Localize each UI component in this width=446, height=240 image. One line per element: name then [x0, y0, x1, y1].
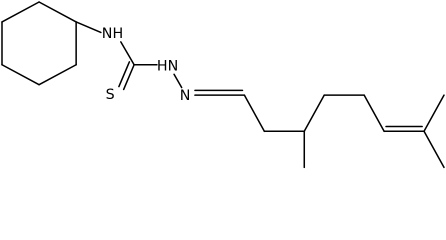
nh-label: NH — [102, 26, 123, 42]
ring-nh-bond — [75, 21, 102, 34]
c-s-double-bond — [118, 61, 135, 91]
n-label: N — [180, 88, 191, 104]
cyclohexyl-ring — [1, 1, 77, 86]
s-label: S — [106, 87, 115, 103]
ring-bond — [38, 1, 77, 23]
chain-bond — [363, 94, 385, 133]
ring-bond — [1, 1, 40, 23]
dimethyloctenyl-chain — [243, 94, 445, 169]
chain-bond — [303, 94, 325, 133]
hn-n-bond — [173, 73, 183, 89]
chain-bond — [423, 130, 445, 169]
hn-label: HN — [157, 58, 178, 74]
chain-bond — [423, 94, 445, 133]
chain-bond — [243, 94, 266, 133]
ring-bond — [38, 63, 77, 86]
ring-bond — [1, 63, 40, 86]
chemical-structure-diagram: NH HN N S — [1, 1, 445, 169]
n-c-double-bond — [194, 89, 246, 96]
nh-carbon-bond — [120, 41, 135, 66]
